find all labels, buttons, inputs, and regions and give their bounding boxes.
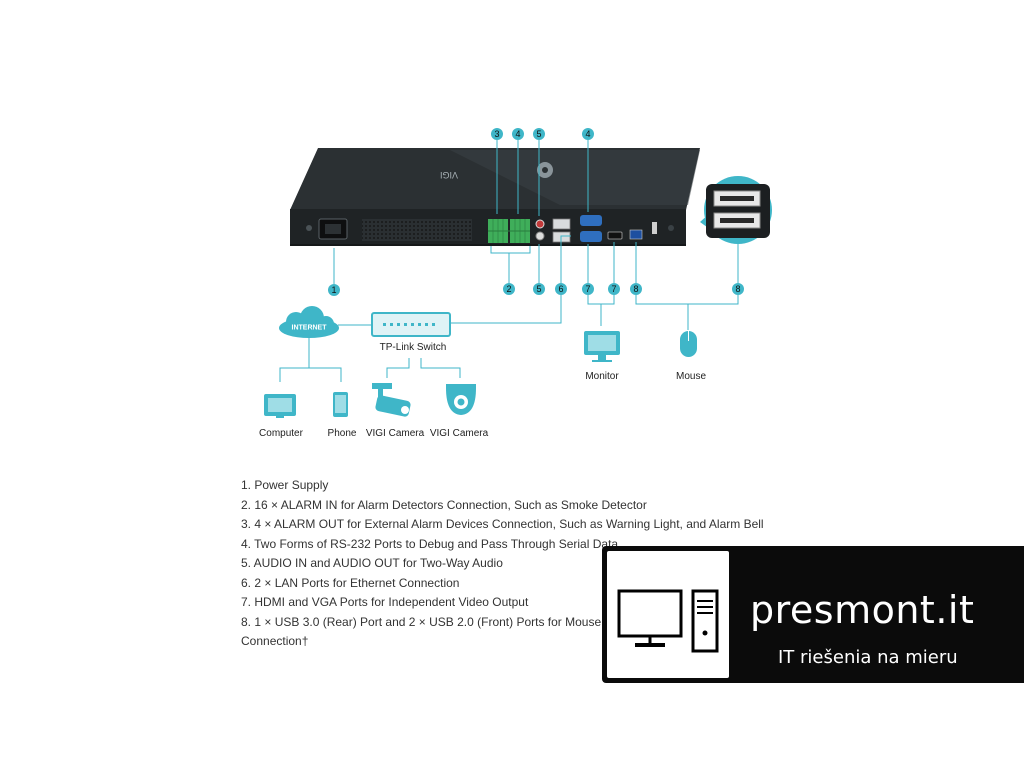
computer-icon (264, 394, 296, 418)
callout-bottom-7a: 7 (582, 283, 594, 295)
camera-1-label: VIGI Camera (366, 428, 425, 439)
callout-bottom-8b: 8 (732, 283, 744, 295)
callout-bottom-7b: 7 (608, 283, 620, 295)
mouse-label: Mouse (676, 371, 706, 382)
callout-bottom-1: 1 (328, 284, 340, 296)
phone-icon (333, 392, 348, 417)
svg-text:4: 4 (585, 129, 590, 139)
rs232-port (580, 215, 602, 226)
svg-text:4: 4 (515, 129, 520, 139)
callout-bottom-5: 5 (533, 283, 545, 295)
nvr-logo: VIGI (440, 170, 458, 180)
hdmi-port (607, 231, 623, 240)
svg-text:7: 7 (611, 284, 616, 294)
svg-text:5: 5 (536, 284, 541, 294)
presmont-promo-banner[interactable]: presmont.it IT riešenia na mieru (602, 546, 1024, 683)
svg-text:6: 6 (558, 284, 563, 294)
promo-tagline: IT riešenia na mieru (778, 647, 958, 668)
bullet-camera-icon (372, 383, 411, 417)
svg-text:8: 8 (633, 284, 638, 294)
audio-out-jack (535, 231, 545, 241)
callout-bottom-6: 6 (555, 283, 567, 295)
promo-brand: presmont.it (750, 588, 975, 632)
lan-port-1 (552, 218, 571, 230)
mouse-icon (680, 331, 697, 357)
svg-text:1: 1 (331, 285, 336, 295)
phone-label: Phone (328, 428, 357, 439)
feature-item: 1. Power Supply (241, 478, 329, 492)
feature-item: 3. 4 × ALARM OUT for External Alarm Devi… (241, 517, 764, 531)
tp-link-logo-icon (537, 162, 553, 178)
callout-top-4a: 4 (512, 128, 524, 140)
camera-2-label: VIGI Camera (430, 428, 489, 439)
monitor-label: Monitor (585, 371, 619, 382)
nvr-connection-diagram: VIGI (259, 128, 772, 439)
usb3-port (629, 229, 643, 240)
callout-top-3: 3 (491, 128, 503, 140)
dome-camera-icon (446, 384, 476, 415)
computer-label: Computer (259, 428, 304, 439)
svg-text:3: 3 (494, 129, 499, 139)
feature-item: 2. 16 × ALARM IN for Alarm Detectors Con… (241, 497, 647, 512)
internet-label: INTERNET (292, 325, 328, 332)
svg-text:8: 8 (735, 284, 740, 294)
svg-text:2: 2 (506, 284, 511, 294)
switch-icon (371, 312, 451, 337)
feature-item: 4. Two Forms of RS-232 Ports to Debug an… (241, 536, 619, 551)
svg-text:7: 7 (585, 284, 590, 294)
computer-tower-icon (607, 551, 729, 678)
usb-front-zoom (700, 176, 772, 244)
callout-top-4b: 4 (582, 128, 594, 140)
switch-label: TP-Link Switch (380, 342, 447, 353)
monitor-icon (584, 331, 620, 362)
feature-item: 5. AUDIO IN and AUDIO OUT for Two-Way Au… (241, 556, 503, 570)
audio-in-jack (535, 219, 545, 229)
alarm-terminals (488, 219, 530, 243)
callout-bottom-8a: 8 (630, 283, 642, 295)
feature-item: 6. 2 × LAN Ports for Ethernet Connection (241, 575, 460, 590)
cloud-icon: INTERNET (279, 306, 339, 338)
svg-text:5: 5 (536, 129, 541, 139)
callout-top-5: 5 (533, 128, 545, 140)
nvr-top-sheen (450, 150, 700, 205)
feature-item: 7. HDMI and VGA Ports for Independent Vi… (241, 595, 529, 609)
vga-port (580, 231, 602, 242)
callout-bottom-2: 2 (503, 283, 515, 295)
